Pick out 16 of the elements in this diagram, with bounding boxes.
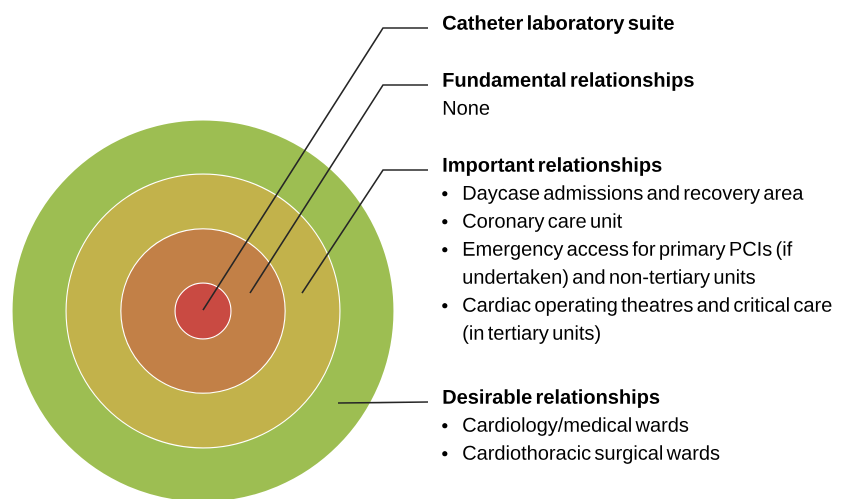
heading: Important relationships [444, 157, 662, 176]
list-item: Cardiac operating theatres and critical care (in tertiary units) [442, 297, 832, 344]
heading: Catheter laboratory suite [443, 15, 674, 34]
leader-line [301, 169, 428, 294]
list-item: Daycase admissions and recovery area [442, 185, 804, 204]
list-item: Coronary care unit [442, 213, 622, 232]
list-item: Cardiothoracic surgical wards [442, 445, 720, 464]
list-item: Emergency access for primary PCIs (if undertaken) and non-tertiary units [442, 241, 792, 288]
heading: Fundamental relationships [444, 72, 694, 91]
heading: Desirable relationships [444, 389, 660, 408]
list-item: Cardiology/medical wards [442, 417, 688, 436]
leader-line [202, 27, 428, 310]
target-ring [174, 282, 232, 340]
leader-line [338, 401, 428, 404]
leader-line [249, 84, 428, 294]
body-text: None [444, 100, 490, 115]
